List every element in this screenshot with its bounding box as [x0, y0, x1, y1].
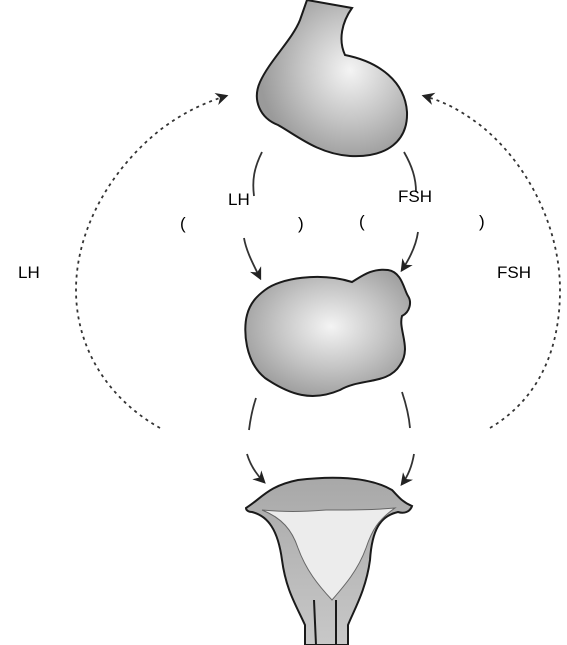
fsh-arrow-pituitary-to-ovary: [402, 152, 418, 270]
open-paren-right: (: [359, 213, 365, 230]
close-paren-left: ): [298, 215, 304, 232]
arrow-ovary-to-uterus-left: [247, 398, 264, 482]
ovary: [245, 270, 410, 396]
arrow-ovary-to-uterus-right: [402, 392, 414, 484]
uterus: [246, 478, 412, 645]
lh-feedback-label: LH: [18, 264, 40, 281]
open-paren-left: (: [180, 215, 186, 232]
pituitary-gland: [257, 0, 407, 156]
fsh-feedback-label: FSH: [497, 264, 531, 281]
lh-label: LH: [228, 191, 250, 208]
lh-arrow-pituitary-to-ovary: [244, 152, 262, 278]
fsh-label: FSH: [398, 188, 432, 205]
feedback-arrow-left: [76, 96, 226, 428]
feedback-arrow-right: [424, 96, 560, 428]
close-paren-right: ): [479, 213, 485, 230]
